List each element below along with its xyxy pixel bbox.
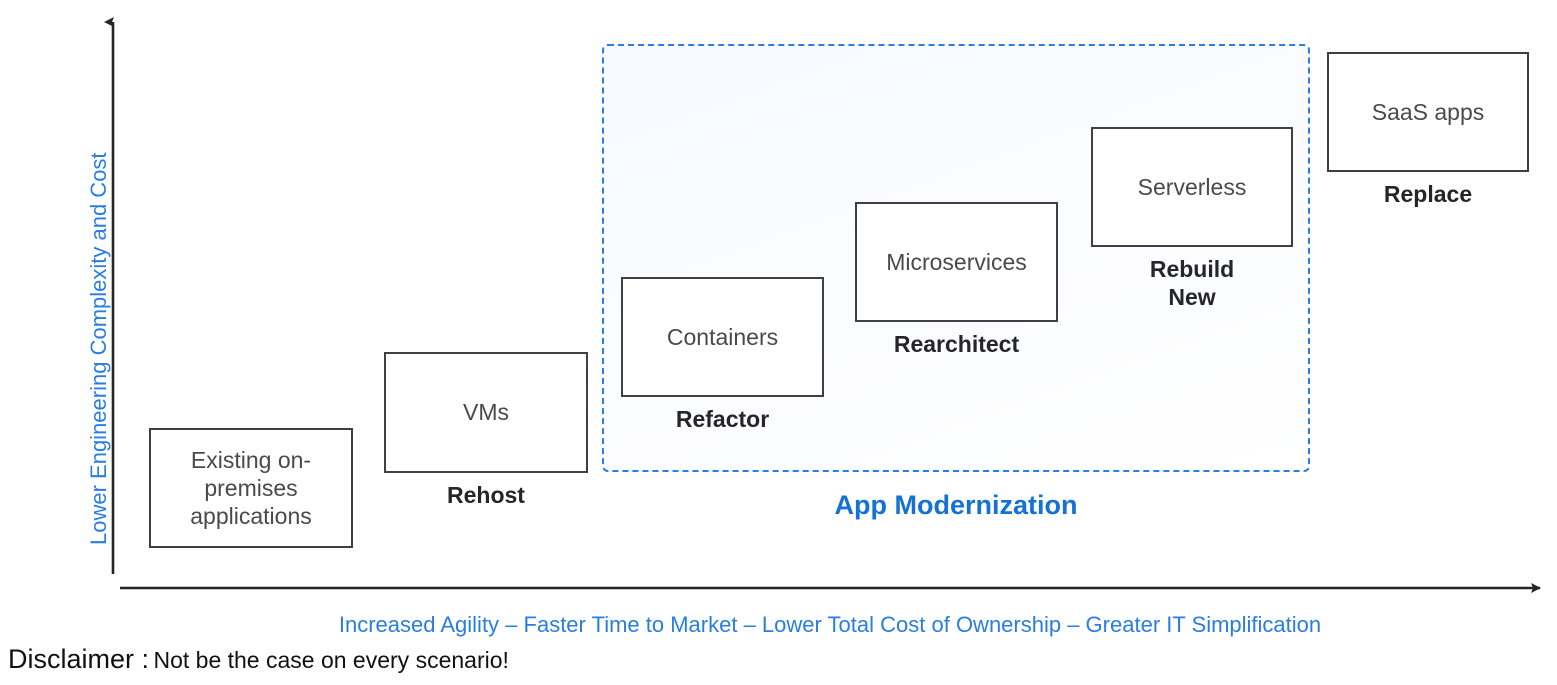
stage-serverless: Serverless Rebuild New bbox=[1091, 127, 1293, 310]
y-axis-title: Lower Engineering Complexity and Cost bbox=[86, 152, 111, 545]
stage-caption-refactor: Refactor bbox=[675, 406, 770, 432]
stage-microservices: Microservices Rearchitect bbox=[855, 202, 1058, 357]
stage-vms: VMs Rehost bbox=[384, 352, 588, 508]
stage-saas-apps: SaaS apps Replace bbox=[1327, 52, 1529, 207]
app-modernization-label: App Modernization bbox=[834, 490, 1078, 520]
stage-caption-replace: Replace bbox=[1383, 181, 1473, 207]
disclaimer-label: Disclaimer : bbox=[8, 644, 150, 674]
stage-box-microservices[interactable]: Microservices bbox=[855, 202, 1058, 322]
stage-existing-apps: Existing on-premises applications bbox=[149, 428, 353, 548]
stage-box-existing-apps[interactable]: Existing on-premises applications bbox=[149, 428, 353, 548]
disclaimer: Disclaimer : Not be the case on every sc… bbox=[8, 644, 509, 675]
stage-box-vms[interactable]: VMs bbox=[384, 352, 588, 473]
stage-box-saas-apps[interactable]: SaaS apps bbox=[1327, 52, 1529, 172]
stage-caption-rearchitect: Rearchitect bbox=[893, 331, 1020, 357]
x-axis-title: Increased Agility – Faster Time to Marke… bbox=[338, 612, 1322, 637]
disclaimer-text: Not be the case on every scenario! bbox=[153, 647, 509, 673]
stage-caption-rehost: Rehost bbox=[447, 482, 525, 508]
stage-box-containers[interactable]: Containers bbox=[621, 277, 824, 397]
stage-caption-rebuild-new: Rebuild New bbox=[1149, 256, 1235, 311]
stage-box-serverless[interactable]: Serverless bbox=[1091, 127, 1293, 247]
stage-containers: Containers Refactor bbox=[621, 277, 824, 432]
